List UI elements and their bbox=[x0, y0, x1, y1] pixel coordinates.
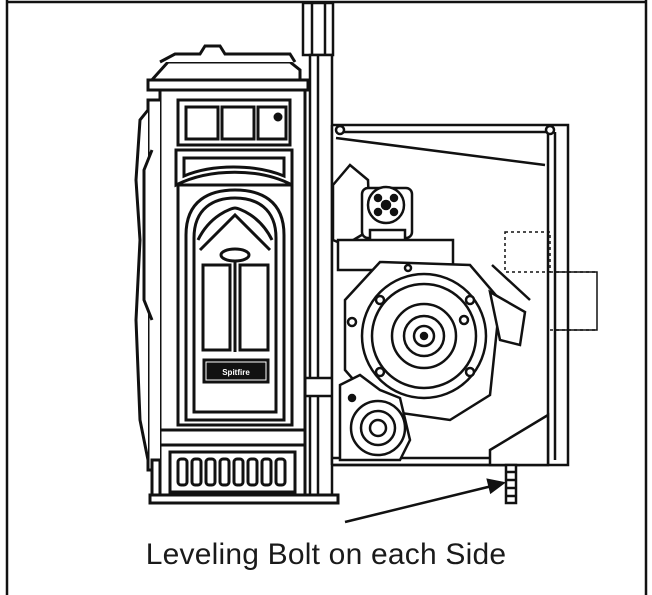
stove-front-cabinet: Spitfire bbox=[134, 44, 340, 505]
combustion-blower bbox=[343, 260, 531, 422]
leveling-bolt bbox=[504, 463, 518, 505]
ash-grille-slots bbox=[176, 457, 287, 487]
flue-pipe bbox=[300, 1, 342, 497]
leader-arrow bbox=[344, 478, 506, 524]
auger-motor bbox=[331, 163, 455, 272]
room-blower bbox=[338, 373, 412, 462]
brand-plate-text: Spitfire bbox=[222, 368, 250, 377]
caption-label: Leveling Bolt on each Side bbox=[145, 538, 507, 571]
